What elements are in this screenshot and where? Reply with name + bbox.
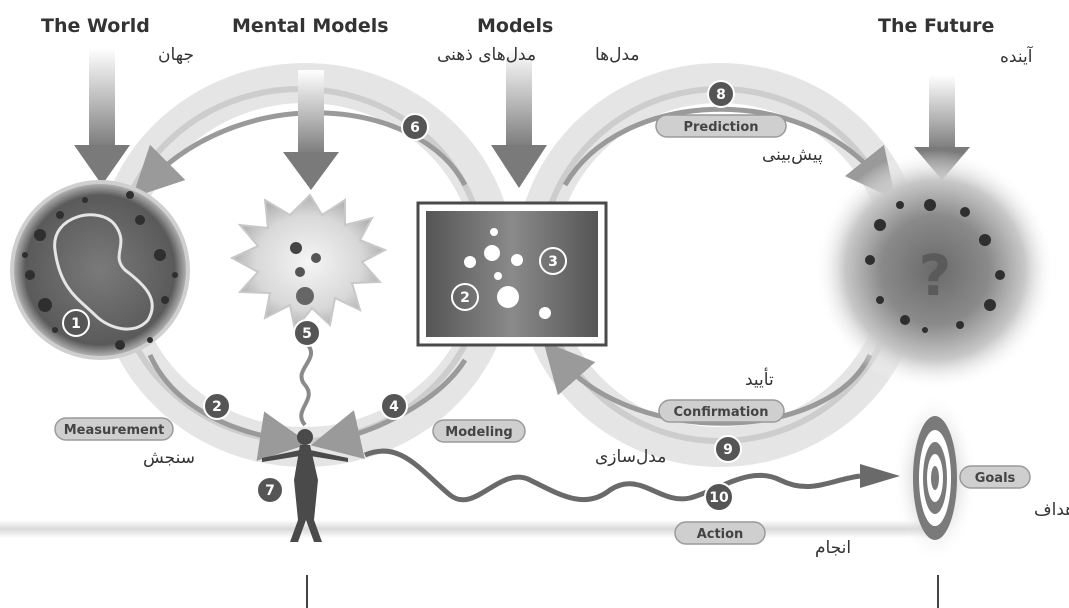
svg-text:10: 10 <box>709 490 729 506</box>
future-header: The Future <box>878 15 994 37</box>
mental-models-header-fa: مدل‌های ذهنی <box>437 45 536 65</box>
svg-text:8: 8 <box>716 87 726 103</box>
action-label-fa: انجام <box>815 538 851 558</box>
modeling-label: Modeling <box>445 425 512 440</box>
goals-label-fa: اهداف <box>1034 500 1069 520</box>
mental-model-shape <box>229 193 388 427</box>
measurement-label: Measurement <box>64 423 165 438</box>
marker-5: 5 <box>293 319 321 347</box>
svg-text:6: 6 <box>410 120 420 136</box>
goals-target <box>893 393 977 563</box>
goals-label: Goals <box>975 471 1016 486</box>
goals-pill: Goals <box>959 465 1031 489</box>
svg-text:3: 3 <box>548 254 558 270</box>
models-box <box>416 201 608 347</box>
svg-text:5: 5 <box>302 326 312 342</box>
svg-text:2: 2 <box>460 290 470 306</box>
marker-2-model: 2 <box>451 283 479 311</box>
svg-text:2: 2 <box>212 399 222 415</box>
marker-10: 10 <box>704 482 734 512</box>
confirmation-pill: Confirmation <box>658 399 785 423</box>
prediction-label-fa: پیش‌بینی <box>762 145 823 165</box>
confirmation-label-fa: تأیید <box>745 367 774 390</box>
world-sphere <box>10 180 190 360</box>
world-header: The World <box>41 15 150 37</box>
future-sphere: ? <box>815 150 1055 390</box>
future-header-fa: آینده <box>1000 45 1034 67</box>
prediction-pill: Prediction <box>655 114 787 138</box>
question-mark-glyph: ? <box>919 244 951 309</box>
modeling-label-fa: مدل‌سازی <box>595 447 666 467</box>
svg-text:4: 4 <box>389 399 399 415</box>
svg-text:9: 9 <box>723 442 733 458</box>
modeling-pill: Modeling <box>432 419 526 443</box>
marker-1: 1 <box>62 309 90 337</box>
marker-7: 7 <box>256 476 284 504</box>
marker-2-measurement: 2 <box>203 392 231 420</box>
world-header-fa: جهان <box>158 45 194 65</box>
ground-shadow <box>0 520 940 538</box>
measurement-pill: Measurement <box>54 417 174 441</box>
models-header: Models <box>477 15 553 37</box>
action-pill: Action <box>674 521 766 545</box>
mental-down-arrow <box>283 70 339 190</box>
ring-arrows <box>132 106 896 461</box>
person-figure <box>262 429 348 542</box>
marker-9: 9 <box>714 435 742 463</box>
prediction-label: Prediction <box>683 120 758 135</box>
models-header-fa: مدل‌ها <box>595 45 640 65</box>
confirmation-label: Confirmation <box>674 405 769 420</box>
svg-text:1: 1 <box>71 316 81 332</box>
marker-8: 8 <box>707 80 735 108</box>
marker-6: 6 <box>401 113 429 141</box>
svg-text:7: 7 <box>265 483 275 499</box>
models-down-arrow <box>491 48 547 188</box>
measurement-label-fa: سنجش <box>143 448 195 468</box>
action-label: Action <box>697 527 744 542</box>
marker-3: 3 <box>539 247 567 275</box>
action-wave-arrow <box>364 448 900 503</box>
mental-models-header: Mental Models <box>232 15 389 37</box>
world-down-arrow <box>74 48 130 185</box>
marker-4: 4 <box>380 392 408 420</box>
